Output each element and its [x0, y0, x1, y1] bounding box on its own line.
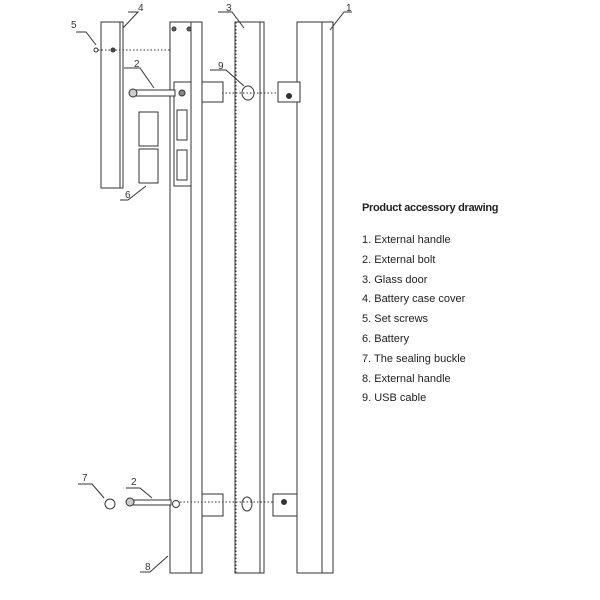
- callout-2-top: 2: [134, 59, 140, 70]
- callout-8: 8: [145, 562, 151, 573]
- callout-2-bottom: 2: [131, 477, 137, 488]
- callout-9: 9: [218, 61, 224, 72]
- legend-item: 1. External handle: [362, 234, 451, 246]
- legend-item: 3. Glass door: [362, 273, 428, 286]
- batteries: [138, 111, 159, 184]
- callout-3: 3: [226, 3, 232, 14]
- legend-item: 9. USB cable: [362, 392, 427, 405]
- external-handle-left: [169, 21, 203, 574]
- leader-lines: [76, 11, 352, 573]
- legend: Product accessory drawing 1. External ha…: [362, 202, 498, 412]
- callout-7: 7: [82, 473, 88, 484]
- legend-item: 7. The sealing buckle: [362, 352, 466, 365]
- external-handle-right: [272, 21, 334, 574]
- callout-6: 6: [125, 190, 131, 201]
- legend-item: 6. Battery: [362, 332, 410, 345]
- callout-4: 4: [138, 3, 144, 14]
- legend-item: 8. External handle: [362, 372, 451, 385]
- callout-5: 5: [71, 20, 77, 31]
- legend-title: Product accessory drawing: [362, 202, 499, 214]
- set-screw: [93, 47, 99, 53]
- legend-item: 4. Battery case cover: [362, 293, 466, 306]
- legend-item: 2. External bolt: [362, 253, 436, 266]
- external-bolts: [125, 88, 176, 507]
- legend-item: 5. Set screws: [362, 313, 429, 326]
- glass-door: [234, 21, 265, 574]
- battery-case-cover: [100, 21, 124, 189]
- sealing-buckle: [104, 498, 116, 510]
- callout-1: 1: [346, 3, 352, 14]
